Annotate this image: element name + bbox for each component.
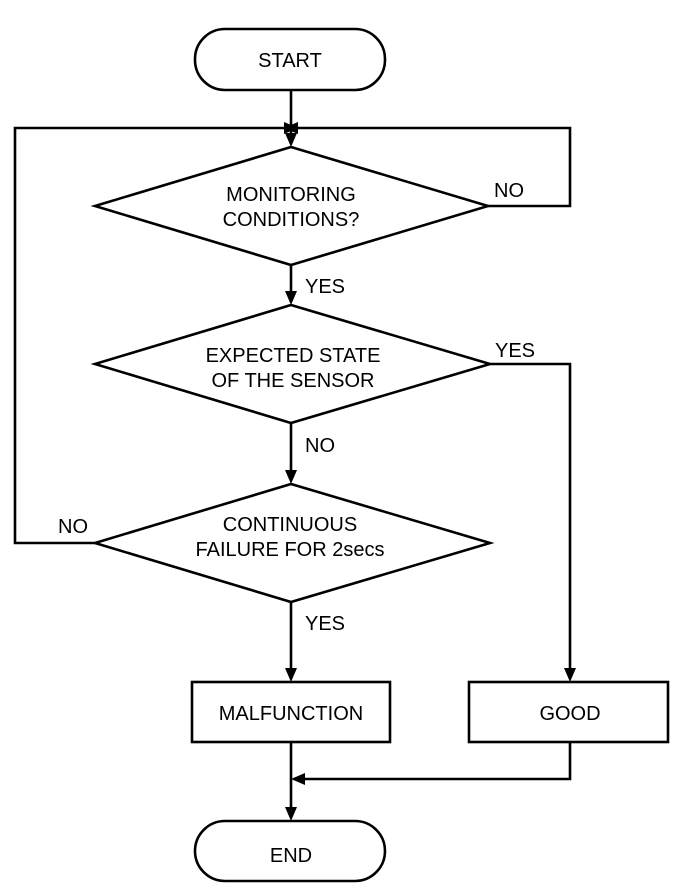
decision2-no-label: NO xyxy=(305,435,335,457)
arrowhead-loop-left xyxy=(284,122,298,134)
decision2-line1: EXPECTED STATE xyxy=(206,345,381,367)
end-label: END xyxy=(270,845,312,867)
decision1-line1: MONITORING xyxy=(226,184,356,206)
connector-decision3-no-loop xyxy=(13,126,284,545)
malfunction-box xyxy=(190,680,392,744)
good-label: GOOD xyxy=(539,703,600,725)
decision3-yes-label: YES xyxy=(305,613,345,635)
arrowhead-malfunction xyxy=(285,668,297,682)
decision2-line2: OF THE SENSOR xyxy=(212,370,375,392)
decision-monitoring-conditions xyxy=(90,145,493,267)
arrowhead-merge xyxy=(291,773,305,785)
malfunction-label: MALFUNCTION xyxy=(219,703,363,725)
arrowhead-decision1 xyxy=(285,133,297,147)
decision3-no-label: NO xyxy=(58,516,88,538)
connector-decision2-yes xyxy=(490,362,572,669)
connector-decision1-no-loop xyxy=(298,126,572,208)
arrowhead-decision3 xyxy=(285,470,297,484)
connector-good-to-end xyxy=(305,742,572,781)
decision1-line2: CONDITIONS? xyxy=(223,209,360,231)
arrowhead-end xyxy=(285,807,297,821)
arrowhead-good xyxy=(564,668,576,682)
decision1-yes-label: YES xyxy=(305,276,345,298)
decision3-line1: CONTINUOUS xyxy=(223,514,357,536)
good-box xyxy=(467,680,670,744)
decision2-yes-label: YES xyxy=(495,340,535,362)
arrowhead-decision2 xyxy=(285,291,297,305)
end-terminator xyxy=(193,819,387,883)
decision3-line2: FAILURE FOR 2secs xyxy=(196,539,385,561)
decision1-no-label: NO xyxy=(494,180,524,202)
start-label: START xyxy=(258,50,322,72)
